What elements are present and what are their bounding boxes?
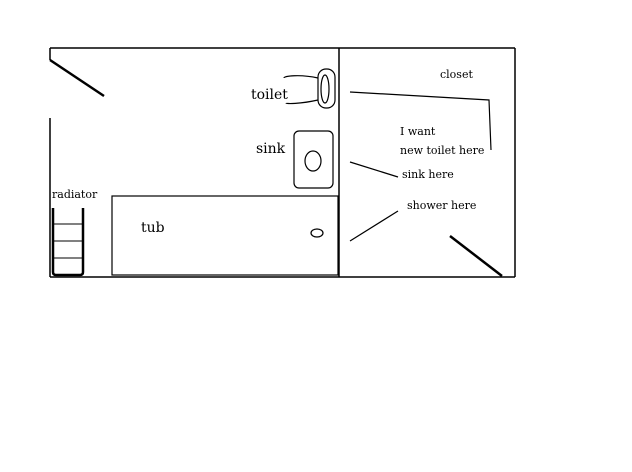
shower-pointer (349, 210, 399, 242)
want-label-line2: new toilet here (400, 144, 484, 157)
annotation-lines (349, 91, 492, 242)
tub-label: tub (141, 220, 165, 236)
left-door (49, 58, 105, 98)
sink-pointer (349, 161, 399, 178)
toilet-fixture (283, 68, 336, 109)
sink-counter (293, 130, 334, 189)
sink-here-label: sink here (402, 168, 454, 181)
sink-basin (304, 150, 322, 172)
sink-fixture (293, 130, 334, 189)
closet-label: closet (440, 68, 473, 81)
new-toilet-pointer (349, 91, 492, 151)
outer-walls (49, 47, 516, 278)
toilet-seat (320, 74, 330, 104)
radiator-label: radiator (52, 188, 98, 201)
tub-drain (310, 228, 324, 238)
sink-label: sink (256, 141, 286, 157)
want-label-line1: I want (400, 125, 436, 138)
tub-outline (111, 195, 339, 276)
tub-fixture (111, 195, 339, 276)
toilet-tank (317, 68, 336, 109)
radiator-fixture (51, 208, 85, 277)
closet-door (449, 235, 503, 277)
toilet-bowl (283, 75, 319, 105)
toilet-label: toilet (251, 87, 288, 103)
radiator-frame (51, 208, 85, 277)
shower-here-label: shower here (407, 199, 476, 212)
